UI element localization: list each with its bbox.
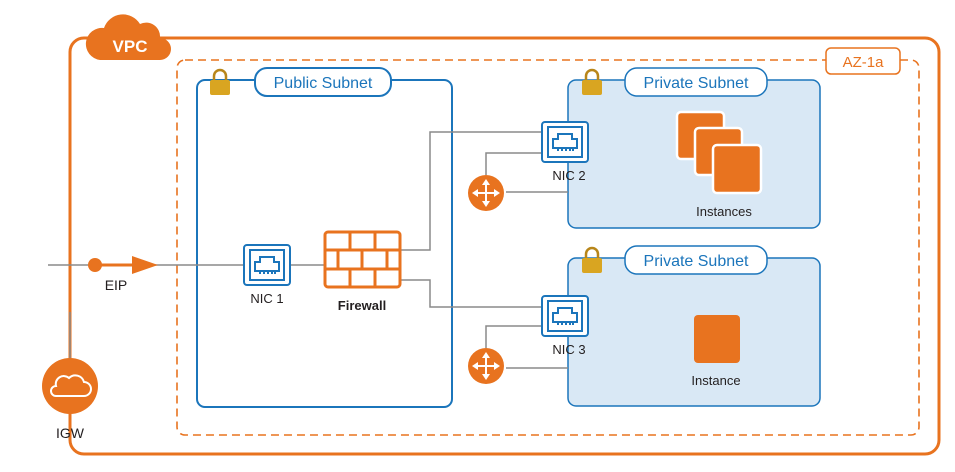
instance-icon (694, 315, 740, 363)
nic-2-label: NIC 2 (552, 168, 585, 183)
private-subnet-bottom-badge (624, 245, 768, 275)
firewall-icon (323, 230, 402, 289)
router-bottom-icon (467, 347, 505, 385)
eip-label: EIP (105, 277, 128, 293)
az-badge (825, 47, 901, 75)
instances-label: Instances (696, 204, 752, 219)
igw-icon (42, 358, 98, 414)
instances-icon (675, 110, 763, 195)
vpc-label: VPC (113, 37, 148, 56)
private-subnet-top-badge (624, 67, 768, 97)
eip-arrow-icon (88, 256, 158, 274)
private-subnet-bottom-lock-icon (580, 246, 604, 275)
nic-3-icon (541, 295, 589, 337)
firewall-label: Firewall (338, 298, 386, 313)
private-subnet-bottom-label: Private Subnet (644, 253, 750, 270)
igw-label: IGW (56, 425, 85, 441)
public-subnet-lock-icon (208, 68, 232, 97)
nic-1-icon (243, 244, 291, 286)
router-top-icon (467, 174, 505, 212)
availability-zone-boundary (176, 59, 920, 436)
public-subnet-label: Public Subnet (274, 75, 373, 92)
connection-lines (48, 131, 568, 369)
az-label: AZ-1a (843, 54, 885, 71)
nic-1-label: NIC 1 (250, 291, 283, 306)
nic-3-label: NIC 3 (552, 342, 585, 357)
nic-2-icon (541, 121, 589, 163)
vpc-cloud-icon (85, 14, 171, 61)
private-subnet-top-lock-icon (580, 68, 604, 97)
vpc-boundary (68, 36, 941, 456)
instance-label: Instance (691, 373, 740, 388)
private-subnet-top-label: Private Subnet (644, 75, 750, 92)
public-subnet-badge (254, 67, 392, 97)
